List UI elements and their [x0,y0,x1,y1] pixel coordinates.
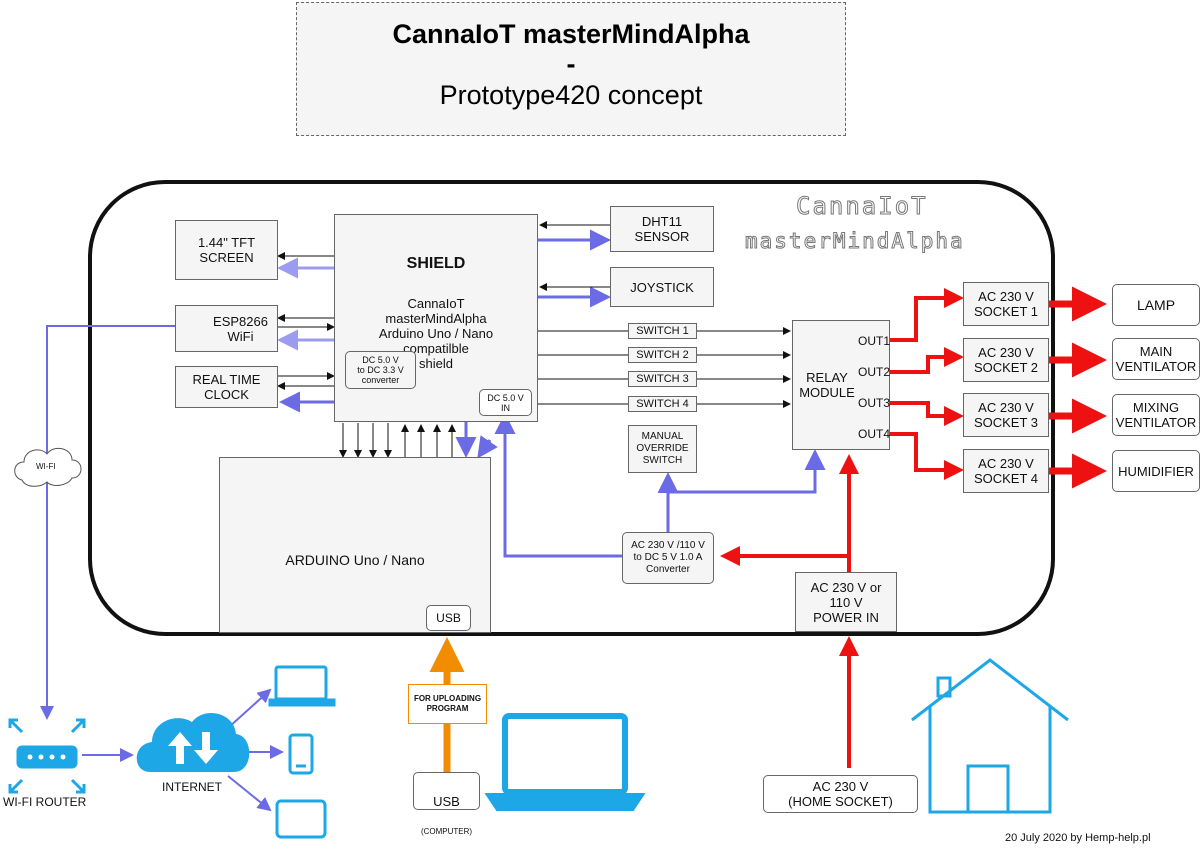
device-main-ventilator: MAIN VENTILATOR [1112,338,1200,380]
switch-4: SWITCH 4 [628,396,697,412]
esp8266-box: ESP8266 WiFi [175,305,278,352]
switch-2: SWITCH 2 [628,347,697,363]
relay-out4: OUT4 [858,427,891,441]
internet-label: INTERNET [162,780,222,794]
title-line-3: Prototype420 concept [439,80,703,110]
usb-computer-box: USB (COMPUTER) [413,772,480,836]
relay-out1: OUT1 [858,334,891,348]
socket-3: AC 230 V SOCKET 3 [963,393,1049,437]
watermark-line-2: masterMindAlpha [745,229,965,254]
dc-in-box: DC 5.0 V IN [479,389,532,416]
device-humidifier: HUMIDIFIER [1112,450,1200,492]
footer-credit: 20 July 2020 by Hemp-help.pl [1005,832,1151,844]
dht11-box: DHT11 SENSOR [610,206,714,252]
arduino-box: ARDUINO Uno / Nano [219,457,491,633]
tft-screen-box: 1.44" TFT SCREEN [175,220,278,280]
house-icon [911,658,1069,814]
laptop-icon [268,665,336,707]
dc-converter-box: DC 5.0 V to DC 3.3 V converter [345,351,416,389]
upload-label-box: FOR UPLOADING PROGRAM [408,684,487,724]
wifi-cloud-shape [14,447,82,487]
title-box: CannaIoT masterMindAlpha - Prototype420 … [296,2,846,136]
relay-label: RELAY MODULE [799,370,855,400]
home-socket-box: AC 230 V (HOME SOCKET) [763,775,918,813]
shield-heading: SHIELD [406,255,466,272]
watermark-line-1: CannaIoT [796,192,928,221]
rtc-box: REAL TIME CLOCK [175,366,278,408]
manual-override-box: MANUAL OVERRIDE SWITCH [628,425,697,473]
shield-text: CannaIoT masterMindAlpha Arduino Uno / N… [378,296,494,371]
power-in-box: AC 230 V or 110 V POWER IN [795,572,897,632]
relay-out2: OUT2 [858,365,891,379]
socket-1: AC 230 V SOCKET 1 [963,282,1049,326]
phone-icon [288,733,314,775]
switch-3: SWITCH 3 [628,371,697,387]
socket-2: AC 230 V SOCKET 2 [963,338,1049,382]
usb-computer-sub: (COMPUTER) [420,827,473,836]
router-icon [8,718,86,794]
title-line-1: CannaIoT masterMindAlpha [392,19,750,49]
relay-out3: OUT3 [858,396,891,410]
switch-1: SWITCH 1 [628,323,697,339]
big-laptop-icon [484,713,646,811]
title-line-2: - [566,49,576,79]
ac-converter-box: AC 230 V /110 V to DC 5 V 1.0 A Converte… [622,532,714,584]
joystick-box: JOYSTICK [610,267,714,307]
usb-computer-label: USB [433,794,460,809]
device-mixing-ventilator: MIXING VENTILATOR [1112,394,1200,436]
arduino-label: ARDUINO Uno / Nano [285,552,425,568]
enclosure [88,180,1055,636]
router-label: WI-FI ROUTER [3,795,87,809]
relay-module-box: RELAY MODULE [792,320,890,450]
usb-port[interactable]: USB [426,605,471,631]
cloud-icon [136,712,250,772]
socket-4: AC 230 V SOCKET 4 [963,449,1049,493]
device-lamp: LAMP [1112,284,1200,326]
tablet-icon [275,799,327,839]
wifi-cloud-label: WI-FI [36,462,56,471]
